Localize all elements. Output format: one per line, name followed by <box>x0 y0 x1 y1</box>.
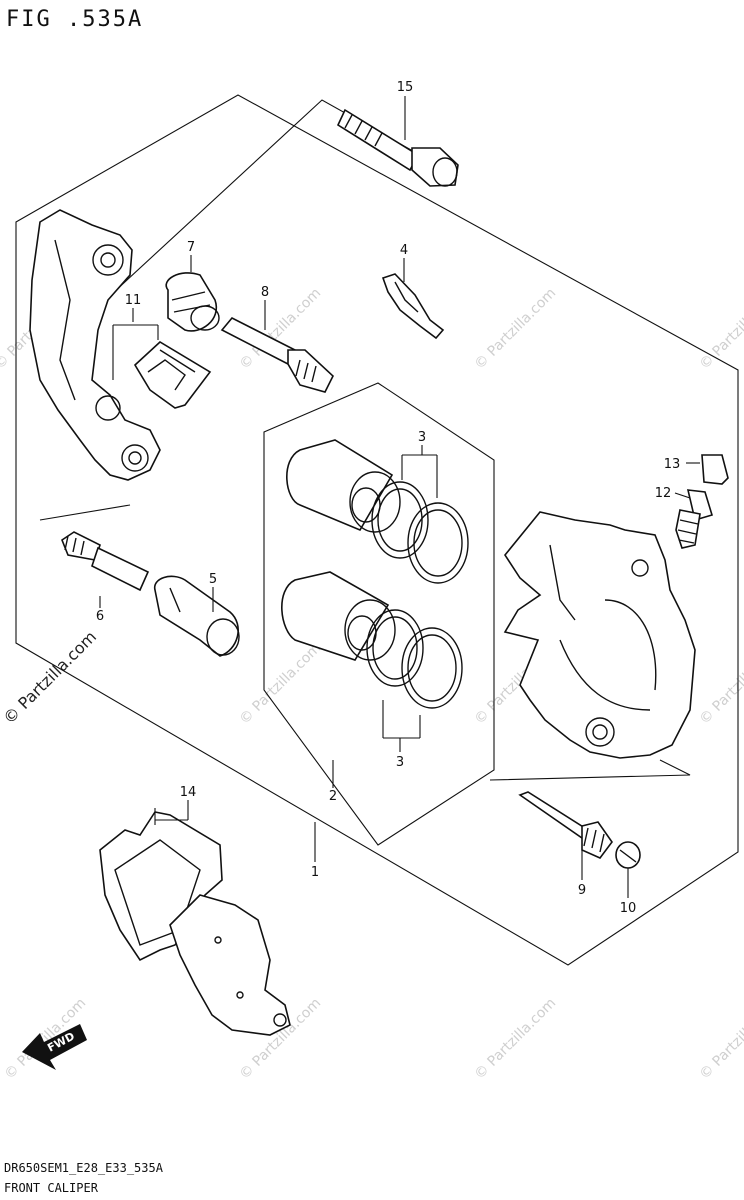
piston-upper <box>286 439 401 533</box>
bleeder-valve-12 <box>675 489 714 549</box>
caliper-bracket <box>29 209 161 481</box>
caliper-frame-line <box>489 759 691 781</box>
boot-5 <box>154 575 240 657</box>
callout-11: 11 <box>125 293 142 308</box>
callout-13: 13 <box>664 457 681 472</box>
watermark: © Partzilla.com <box>697 995 744 1083</box>
diagram-code: DR650SEM1_E28_E33_535A <box>4 1161 164 1175</box>
pad-pin-9 <box>518 791 613 859</box>
callout-14: 14 <box>180 785 197 800</box>
watermark: © Partzilla.com <box>472 285 560 373</box>
slide-pin-6 <box>61 531 150 592</box>
callout-15: 15 <box>397 80 414 95</box>
watermark: © Partzilla.com <box>237 640 325 728</box>
pad-clip-4 <box>381 273 445 340</box>
seal-lower-2 <box>401 627 463 709</box>
pad-spring-11 <box>133 341 212 409</box>
callout-4: 4 <box>400 243 408 258</box>
callout-2: 2 <box>329 789 337 804</box>
callout-6: 6 <box>96 609 104 624</box>
callout-5: 5 <box>209 572 217 587</box>
slide-pin-8 <box>220 316 334 393</box>
diagram-caption: FRONT CALIPER <box>4 1181 99 1195</box>
callout-1: 1 <box>311 865 319 880</box>
assembly-boundary <box>15 94 739 966</box>
callout-10: 10 <box>620 901 637 916</box>
caliper-body <box>503 511 696 759</box>
bolt-15 <box>336 108 459 187</box>
callout-8: 8 <box>261 285 269 300</box>
seal-lower-1 <box>366 609 424 687</box>
callout-3-bottom: 3 <box>396 755 404 770</box>
piston-lower <box>281 571 396 661</box>
watermark: © Partzilla.com <box>472 995 560 1083</box>
brake-pads-14 <box>99 811 291 1036</box>
watermark: © Partzilla.com <box>697 640 744 728</box>
callout-9: 9 <box>578 883 586 898</box>
figure-title: FIG .535A <box>6 7 143 32</box>
leader-lines <box>99 96 700 898</box>
watermark-main: © Partzilla.com <box>0 627 100 728</box>
piston-kit-boundary <box>263 382 495 846</box>
pin-plug-10 <box>615 841 641 869</box>
seal-upper-1 <box>371 481 429 559</box>
callout-7: 7 <box>187 240 195 255</box>
boot-7 <box>165 272 220 332</box>
bleeder-cap-13 <box>701 454 729 485</box>
pin-frame-line <box>39 504 131 521</box>
callout-12: 12 <box>655 486 672 501</box>
seal-upper-2 <box>407 502 469 584</box>
callout-3-top: 3 <box>418 430 426 445</box>
